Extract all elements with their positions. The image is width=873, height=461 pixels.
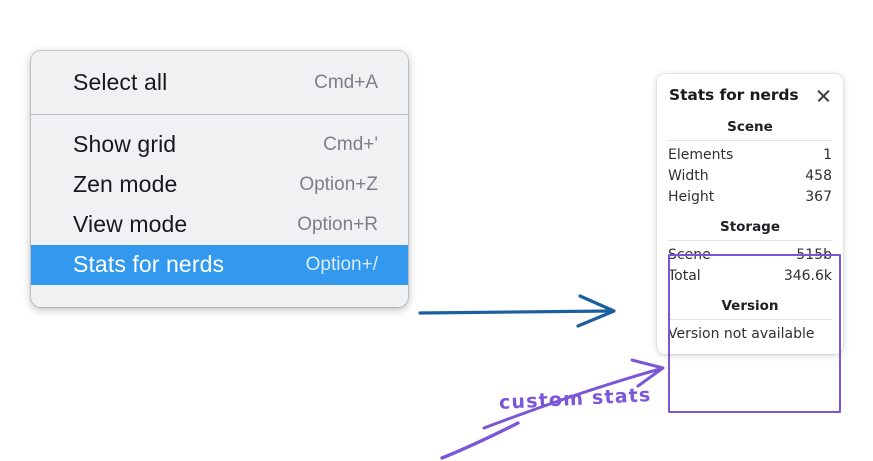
- section-title: Storage: [719, 219, 781, 235]
- menu-group-2: Show grid Cmd+' Zen mode Option+Z View m…: [31, 115, 408, 307]
- stats-row-key: Height: [668, 188, 715, 205]
- menu-separator: [31, 114, 408, 115]
- section-gap: [668, 207, 832, 216]
- menu-item-shortcut: Option+Z: [299, 173, 378, 195]
- section-gap: [668, 286, 832, 295]
- menu-item-view-mode[interactable]: View mode Option+R: [31, 205, 408, 245]
- section-rule: [668, 140, 832, 141]
- menu-item-shortcut: Option+R: [297, 213, 378, 235]
- stats-row: Height 367: [668, 186, 832, 207]
- section-title: Scene: [727, 119, 773, 135]
- stats-row-key: Width: [668, 167, 709, 184]
- stats-section-version: Version Version not available: [668, 295, 832, 344]
- stats-row-key: Elements: [668, 146, 734, 163]
- custom-stats-label: custom stats: [498, 384, 653, 414]
- stats-row-value: 367: [805, 188, 832, 205]
- version-status-text: Version not available: [668, 326, 815, 342]
- stats-panel-header: Stats for nerds: [657, 86, 843, 104]
- section-rule: [668, 319, 832, 320]
- section-rule: [668, 240, 832, 241]
- menu-item-label: Stats for nerds: [73, 251, 225, 277]
- menu-item-label: View mode: [73, 211, 188, 237]
- stats-section-scene: Scene Elements 1 Width 458 Height 367: [668, 116, 832, 207]
- menu-group-1: Select all Cmd+A: [31, 51, 408, 114]
- menu-item-zen-mode[interactable]: Zen mode Option+Z: [31, 165, 408, 205]
- stats-row: Width 458: [668, 165, 832, 186]
- stats-for-nerds-panel: Stats for nerds Scene Elements 1 Width 4…: [657, 74, 843, 354]
- stats-row-value: 1: [823, 146, 832, 163]
- menu-bottom-padding: [31, 285, 408, 307]
- menu-item-stats-for-nerds[interactable]: Stats for nerds Option+/: [31, 245, 408, 285]
- stats-section-storage: Storage Scene 515b Total 346.6k: [668, 216, 832, 286]
- menu-item-select-all[interactable]: Select all Cmd+A: [31, 63, 408, 103]
- menu-item-label: Show grid: [73, 131, 177, 157]
- stats-row-key: Scene: [668, 246, 711, 263]
- stats-row-key: Total: [668, 267, 701, 284]
- menu-item-shortcut: Option+/: [305, 253, 378, 275]
- stats-row: Elements 1: [668, 144, 832, 165]
- stats-row-value: 346.6k: [783, 267, 832, 284]
- menu-item-shortcut: Cmd+A: [314, 71, 378, 93]
- stats-row: Scene 515b: [668, 244, 832, 265]
- menu-item-label: Zen mode: [73, 171, 178, 197]
- stats-row: Total 346.6k: [668, 265, 832, 286]
- stats-row-value: 458: [805, 167, 832, 184]
- stats-panel-body: Scene Elements 1 Width 458 Height 367 S: [657, 116, 843, 344]
- context-menu[interactable]: Select all Cmd+A Show grid Cmd+' Zen mod…: [31, 51, 408, 307]
- menu-item-label: Select all: [73, 69, 168, 95]
- section-title: Version: [721, 298, 779, 314]
- close-icon[interactable]: [815, 87, 832, 104]
- menu-item-show-grid[interactable]: Show grid Cmd+': [31, 125, 408, 165]
- stats-panel-title: Stats for nerds: [669, 86, 799, 104]
- blue-arrow-annotation: [418, 294, 616, 328]
- menu-item-shortcut: Cmd+': [323, 133, 378, 155]
- stats-row-value: 515b: [796, 246, 832, 263]
